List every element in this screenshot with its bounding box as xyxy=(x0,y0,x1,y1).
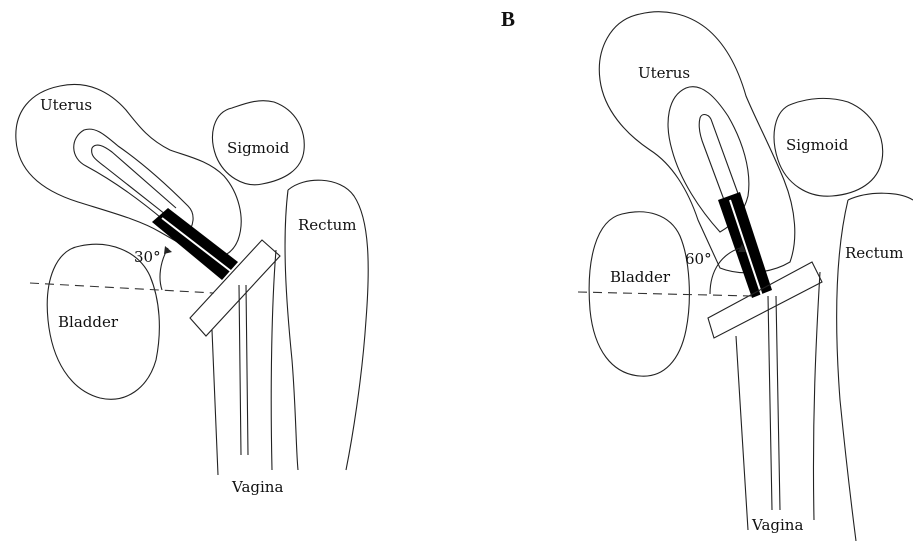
right-reference-line xyxy=(578,292,752,296)
left-label-sigmoid: Sigmoid xyxy=(227,139,290,157)
right-label-uterus: Uterus xyxy=(638,64,690,82)
right-label-rectum: Rectum xyxy=(845,244,903,262)
left-label-bladder: Bladder xyxy=(58,313,119,331)
right-label-sigmoid: Sigmoid xyxy=(786,136,849,154)
left-vagina-canal xyxy=(239,285,248,455)
right-label-vagina: Vagina xyxy=(751,516,803,534)
left-label-uterus: Uterus xyxy=(40,96,92,114)
right-label-bladder: Bladder xyxy=(610,268,671,286)
left-tandem-tube xyxy=(92,145,176,218)
left-angle-arrowhead xyxy=(164,246,172,254)
left-diagram: Uterus Sigmoid Rectum Bladder Vagina 30° xyxy=(16,84,368,496)
panel-letter-b: B xyxy=(501,7,515,31)
left-label-rectum: Rectum xyxy=(298,216,356,234)
right-label-angle: 60° xyxy=(685,250,712,268)
right-uterus-outline xyxy=(599,12,794,273)
left-angle-arc xyxy=(160,248,168,290)
left-applicator-stripe xyxy=(162,218,232,272)
right-diagram: Uterus Sigmoid Rectum Bladder Vagina 60° xyxy=(578,12,913,541)
left-label-vagina: Vagina xyxy=(231,478,283,496)
left-label-angle: 30° xyxy=(134,248,161,266)
left-reference-line xyxy=(30,283,214,293)
right-vagina-canal xyxy=(768,296,780,510)
